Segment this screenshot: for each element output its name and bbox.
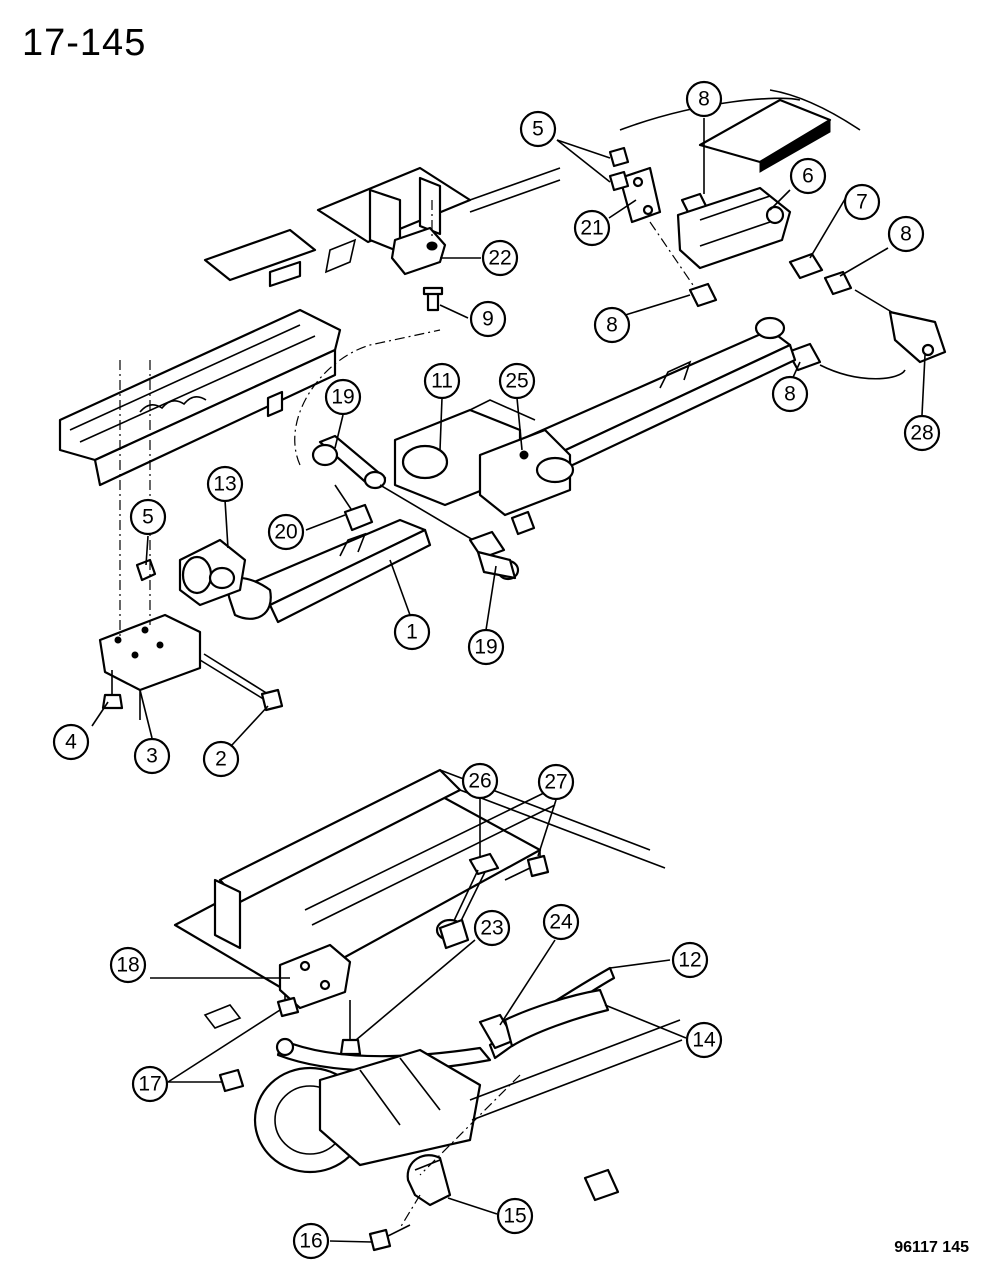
bolt-16	[368, 1224, 411, 1252]
callout-1: 1	[393, 613, 431, 651]
callout-7: 7	[843, 183, 881, 221]
clamp-15	[406, 1154, 452, 1207]
bolt-4	[101, 670, 124, 710]
svg-text:24: 24	[549, 911, 573, 934]
callout-16: 16	[292, 1222, 330, 1260]
svg-text:3: 3	[146, 745, 158, 768]
callout-20: 20	[267, 513, 305, 551]
bolt-2	[199, 653, 284, 712]
clip-detail	[203, 1004, 620, 1202]
callout-8-right: 8	[887, 215, 925, 253]
callout-21: 21	[573, 209, 611, 247]
bushing-24-and-14	[478, 988, 610, 1050]
callout-6: 6	[789, 157, 827, 195]
nuts-17	[218, 996, 300, 1093]
frame-rail-lower	[173, 768, 666, 1010]
svg-text:12: 12	[678, 949, 701, 972]
callout-12: 12	[671, 941, 709, 979]
bolt-20	[334, 484, 374, 532]
bolt-23	[339, 1000, 362, 1056]
axle-and-wheel-lower	[253, 1019, 683, 1174]
svg-text:2: 2	[215, 748, 227, 771]
link-26	[435, 852, 500, 950]
bolt-27	[504, 854, 550, 881]
svg-text:23: 23	[480, 917, 503, 940]
svg-text:5: 5	[532, 118, 544, 141]
callout-18: 18	[109, 946, 147, 984]
callout-4: 4	[52, 723, 90, 761]
callout-24: 24	[542, 903, 580, 941]
svg-text:6: 6	[802, 165, 814, 188]
svg-text:7: 7	[856, 191, 868, 214]
svg-text:17: 17	[138, 1073, 161, 1096]
hanger-bracket-22	[390, 200, 447, 312]
callout-25: 25	[498, 362, 536, 400]
callout-8-top: 8	[685, 80, 723, 118]
bracket-18	[278, 943, 352, 1010]
svg-text:14: 14	[692, 1029, 716, 1052]
leaf-spring-front	[227, 518, 432, 624]
callout-2: 2	[202, 740, 240, 778]
svg-text:19: 19	[474, 636, 497, 659]
callout-19-upper: 19	[324, 378, 362, 416]
svg-text:9: 9	[482, 308, 494, 331]
callout-9: 9	[469, 300, 507, 338]
svg-text:27: 27	[544, 771, 567, 794]
figure-code: 96117 145	[894, 1239, 969, 1256]
svg-text:15: 15	[503, 1205, 526, 1228]
callout-26: 26	[461, 762, 499, 800]
svg-text:21: 21	[580, 217, 603, 240]
hanger-bracket-3	[98, 360, 202, 720]
svg-text:18: 18	[116, 954, 139, 977]
callout-22: 22	[481, 239, 519, 277]
svg-text:28: 28	[910, 422, 933, 445]
callout-8-mid: 8	[771, 375, 809, 413]
frame-bracket-upper-right	[619, 89, 861, 173]
svg-text:25: 25	[505, 370, 528, 393]
callout-28: 28	[903, 414, 941, 452]
callout-27: 27	[537, 763, 575, 801]
callout-19-lower: 19	[467, 628, 505, 666]
callout-14: 14	[685, 1021, 723, 1059]
callout-23: 23	[473, 909, 511, 947]
svg-text:8: 8	[900, 223, 912, 246]
svg-text:5: 5	[142, 506, 154, 529]
page-title: 17-145	[22, 22, 147, 64]
svg-text:4: 4	[65, 731, 77, 754]
callout-8-left: 8	[593, 306, 631, 344]
svg-text:13: 13	[213, 473, 236, 496]
callout-5-lower: 5	[129, 498, 167, 536]
svg-text:20: 20	[274, 521, 297, 544]
crossmember-upper	[316, 166, 561, 274]
dashed-centerlines-lower	[399, 1074, 521, 1229]
svg-text:22: 22	[488, 247, 511, 270]
axle-and-spring-clamp	[393, 399, 575, 536]
callout-13: 13	[206, 465, 244, 503]
svg-text:8: 8	[784, 383, 796, 406]
svg-text:26: 26	[468, 770, 491, 793]
callout-15: 15	[496, 1197, 534, 1235]
callout-17: 17	[131, 1065, 169, 1103]
bushing-13	[178, 538, 247, 607]
callout-5-upper: 5	[519, 110, 557, 148]
callout-11: 11	[423, 362, 461, 400]
svg-text:19: 19	[331, 386, 354, 409]
frame-rail-upper	[58, 228, 342, 487]
leader-lines	[91, 118, 926, 1243]
callout-3: 3	[133, 737, 171, 775]
svg-text:1: 1	[406, 621, 418, 644]
svg-text:8: 8	[606, 314, 618, 337]
shackle-assembly	[608, 146, 947, 380]
svg-text:16: 16	[299, 1230, 322, 1253]
svg-text:8: 8	[698, 88, 710, 111]
svg-text:11: 11	[431, 370, 453, 393]
shock-absorber-19	[294, 329, 520, 581]
